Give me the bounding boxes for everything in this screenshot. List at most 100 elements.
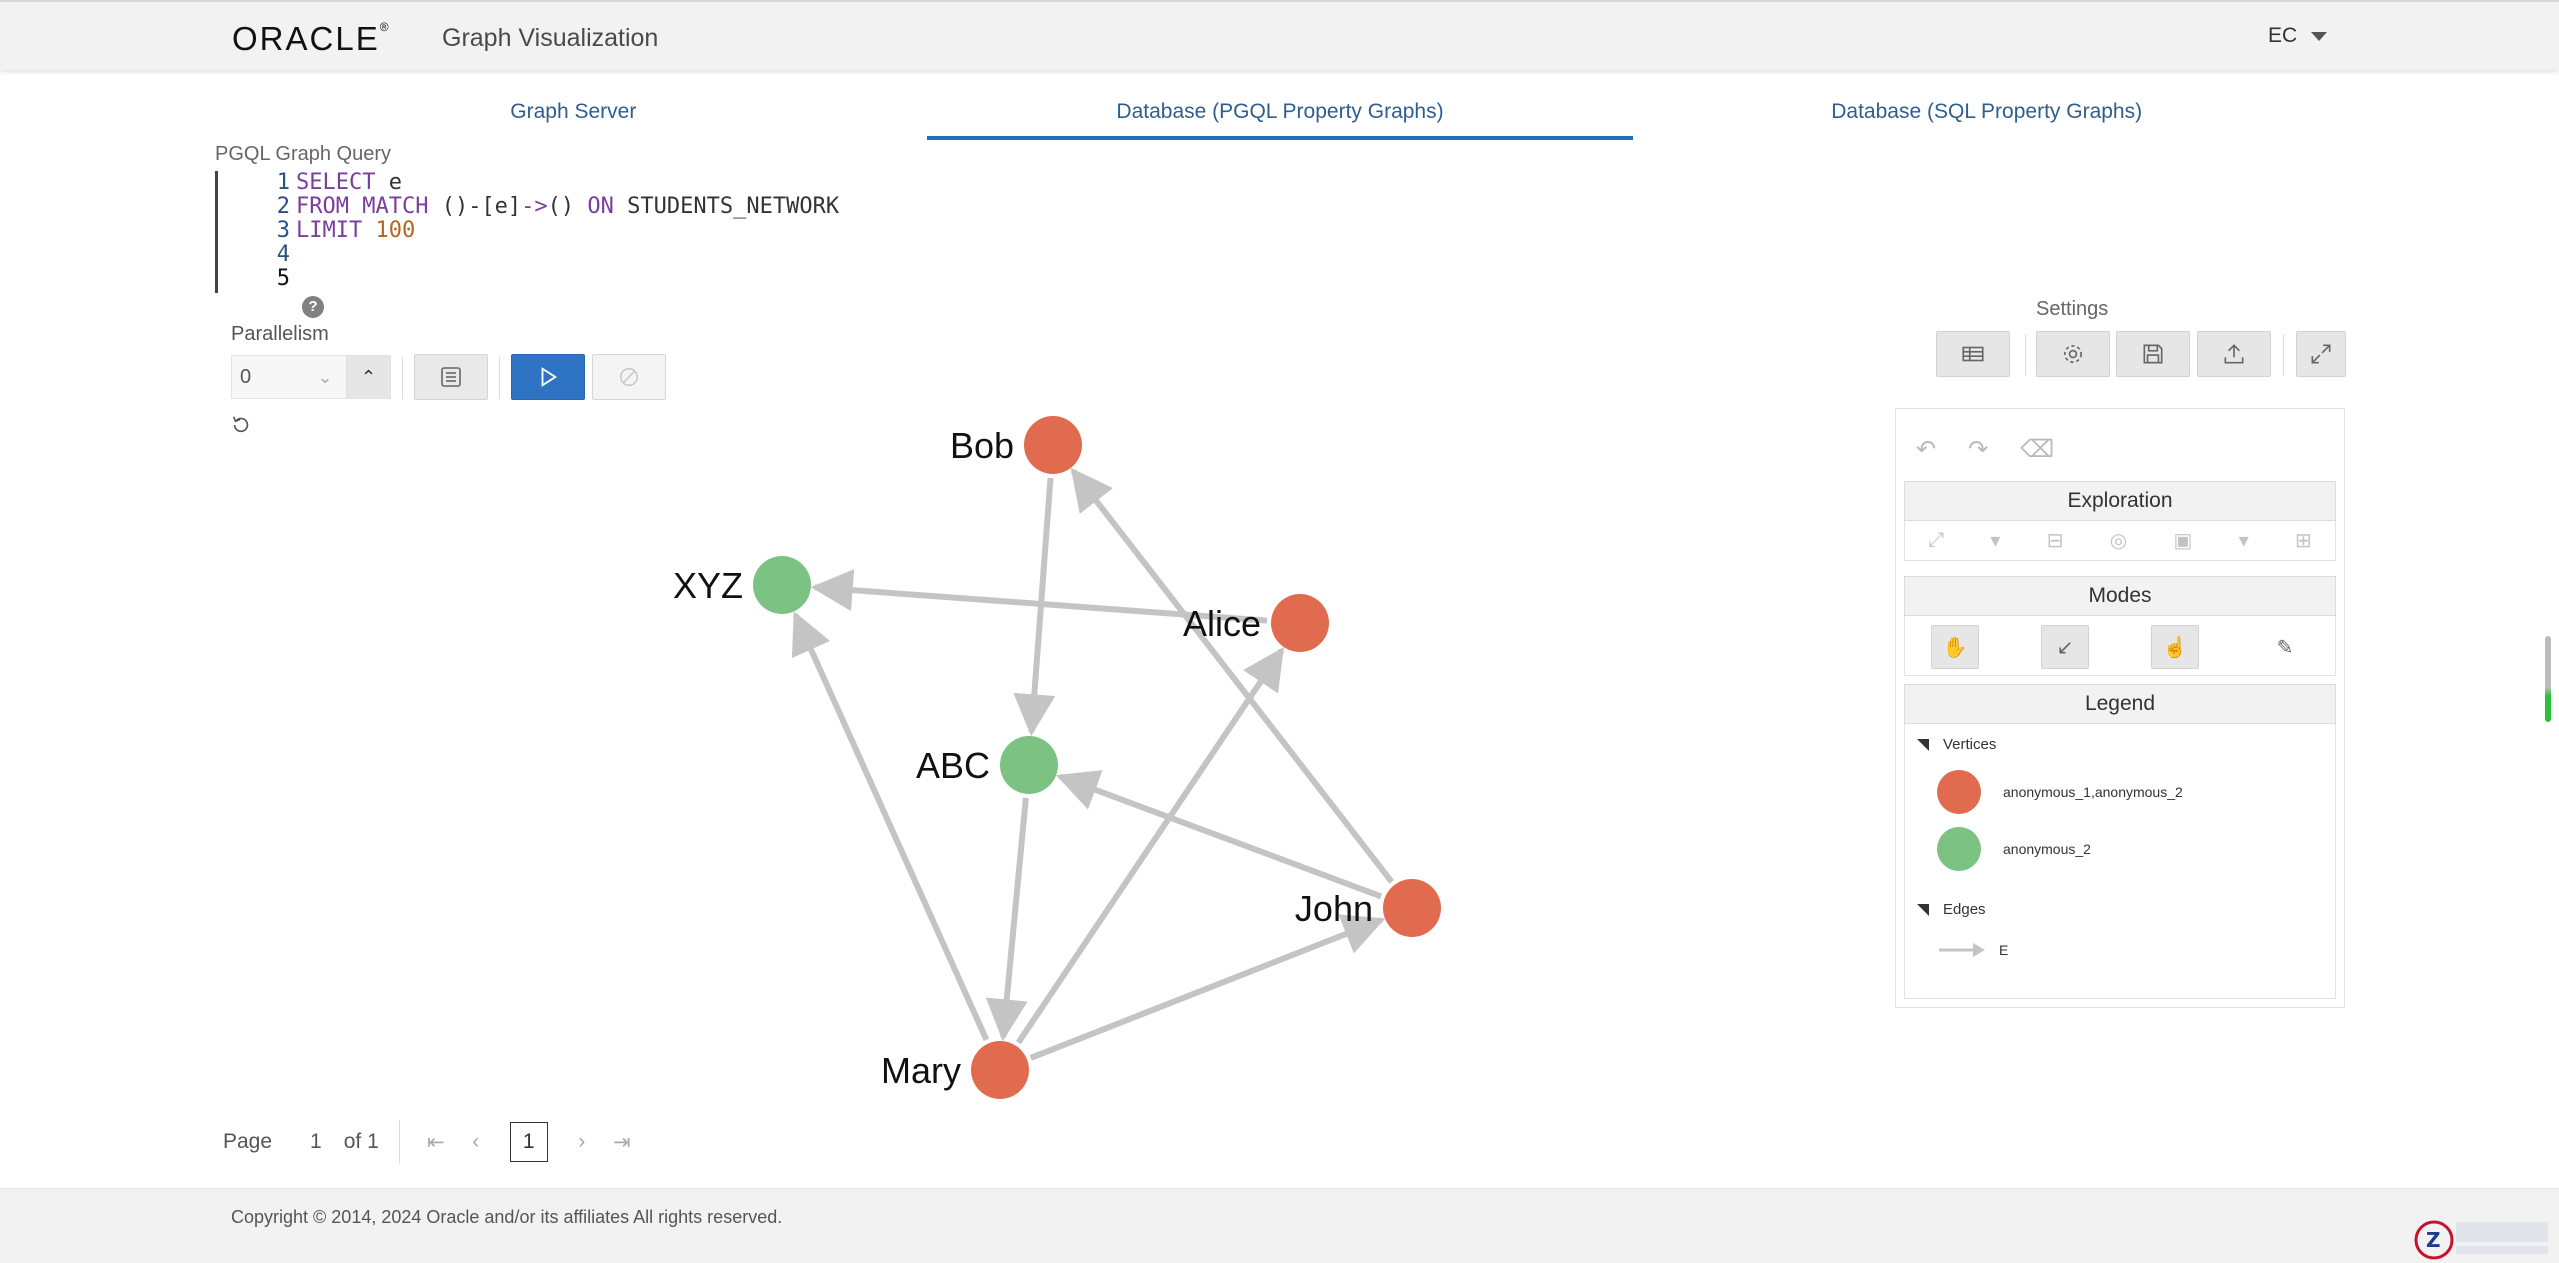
divider	[2283, 334, 2284, 376]
fullscreen-button[interactable]	[2296, 331, 2346, 377]
graph-vertex-alice[interactable]	[1271, 594, 1329, 652]
divider	[499, 357, 500, 399]
upload-icon	[2224, 344, 2244, 364]
query-editor[interactable]: 1 SELECT e 2 FROM MATCH ()-[e]->() ON ST…	[215, 171, 1115, 293]
history-controls: ↶ ↷ ⌫	[1916, 435, 2054, 464]
collapse-icon[interactable]: ⊟	[2046, 530, 2064, 552]
divider	[2025, 334, 2026, 376]
graph-vertex-bob[interactable]	[1024, 416, 1082, 474]
chevron-down-icon[interactable]: ▾	[1990, 530, 2001, 552]
edit-mode-button[interactable]: ✎	[2261, 625, 2309, 669]
query-label: PGQL Graph Query	[215, 143, 391, 165]
query-list-button[interactable]	[414, 354, 488, 400]
prev-page-icon[interactable]: ‹	[472, 1130, 480, 1153]
parallelism-stepper[interactable]: 0 ⌄ ⌃	[231, 355, 391, 399]
legend-item-label: anonymous_1,anonymous_2	[2003, 784, 2183, 800]
legend-item[interactable]: anonymous_2	[1937, 827, 2091, 871]
graph-vertex-abc[interactable]	[1000, 736, 1058, 794]
hand-icon: ✋	[1942, 636, 1968, 659]
legend-item[interactable]: E	[1937, 940, 2008, 960]
svg-text:Z: Z	[2426, 1228, 2441, 1252]
legend-vertices-group[interactable]: Vertices	[1917, 736, 1996, 753]
run-query-button[interactable]	[511, 354, 585, 400]
redo-icon[interactable]: ↷	[1968, 436, 1989, 463]
graph-vertex-xyz[interactable]	[753, 556, 811, 614]
graph-vertex-label: John	[1295, 888, 1373, 929]
code-line-2: FROM MATCH ()-[e]->() ON STUDENTS_NETWOR…	[296, 194, 840, 219]
chevron-down-icon	[2311, 31, 2328, 41]
scroll-indicator[interactable]	[2545, 636, 2551, 722]
tab-database-sql[interactable]: Database (SQL Property Graphs)	[1831, 100, 2143, 123]
exploration-toolbar: ⤢ ▾ ⊟ ◎ ▣ ▾ ⊞	[1904, 521, 2336, 561]
layout-icon[interactable]: ⊞	[2295, 530, 2312, 552]
line-number: 2	[276, 194, 290, 219]
graph-edge-mary-alice[interactable]	[1015, 646, 1285, 1045]
legend-green-swatch	[1937, 827, 1981, 871]
table-icon	[1962, 346, 1984, 362]
oracle-logo: ORACLE®	[232, 20, 391, 57]
legend-item-label: anonymous_2	[2003, 841, 2091, 857]
app-header: ORACLE® Graph Visualization EC	[0, 0, 2559, 70]
graph-edge-john-abc[interactable]	[1055, 770, 1383, 900]
graph-tools-panel: ↶ ↷ ⌫ Exploration ⤢ ▾ ⊟ ◎ ▣ ▾ ⊞ Modes ✋ …	[1895, 408, 2345, 1008]
exploration-header: Exploration	[1904, 481, 2336, 521]
focus-icon[interactable]: ◎	[2109, 530, 2128, 552]
tab-database-pgql[interactable]: Database (PGQL Property Graphs)	[926, 94, 1634, 140]
graph-edge-john-bob[interactable]	[1070, 467, 1395, 884]
footer: Copyright © 2014, 2024 Oracle and/or its…	[0, 1188, 2559, 1263]
graph-edge-mary-john[interactable]	[1029, 914, 1386, 1061]
watermark-logo: Z	[2414, 1220, 2548, 1260]
last-page-icon[interactable]: ⇥	[612, 1130, 631, 1154]
expand-icon[interactable]: ⤢	[1928, 529, 1945, 551]
legend-item[interactable]: anonymous_1,anonymous_2	[1937, 770, 2183, 814]
expand-icon	[2311, 344, 2331, 364]
pencil-icon: ✎	[2276, 636, 2294, 659]
select-mode-button[interactable]: ☝	[2151, 625, 2199, 669]
cancel-query-button[interactable]	[592, 354, 666, 400]
tab-graph-server[interactable]: Graph Server	[510, 100, 637, 123]
current-page-box[interactable]: 1	[509, 1122, 548, 1162]
table-view-button[interactable]	[1936, 331, 2010, 377]
tab-bar: Graph Server Database (PGQL Property Gra…	[220, 94, 2340, 140]
graph-edge-mary-xyz[interactable]	[791, 611, 990, 1042]
collapse-triangle-icon	[1917, 738, 1929, 751]
graph-edge-alice-xyz[interactable]	[810, 569, 1268, 624]
line-number: 4	[276, 242, 290, 267]
pointer-icon: ☝	[2162, 636, 2188, 659]
shrink-mode-button[interactable]: ↙	[2041, 625, 2089, 669]
cancel-icon	[620, 368, 638, 386]
legend-edges-group[interactable]: Edges	[1917, 901, 1986, 918]
legend-orange-swatch	[1937, 770, 1981, 814]
parallelism-value[interactable]: 0	[240, 366, 252, 388]
user-initials: EC	[2268, 24, 2298, 47]
increment-icon[interactable]: ⌃	[346, 356, 390, 398]
eraser-icon[interactable]: ⌫	[2020, 436, 2055, 463]
logo-text: ORACLE	[232, 20, 380, 57]
graph-vertex-john[interactable]	[1383, 879, 1441, 937]
chevron-down-icon[interactable]: ▾	[2238, 530, 2249, 552]
editor-line: 2 FROM MATCH ()-[e]->() ON STUDENTS_NETW…	[218, 195, 1115, 219]
pan-mode-button[interactable]: ✋	[1931, 625, 1979, 669]
first-page-icon[interactable]: ⇤	[426, 1130, 445, 1154]
list-icon	[441, 367, 461, 387]
save-button[interactable]	[2116, 331, 2190, 377]
settings-label: Settings	[2036, 298, 2109, 320]
graph-vertex-label: XYZ	[673, 565, 743, 606]
user-menu[interactable]: EC	[2268, 24, 2328, 48]
help-icon[interactable]: ?	[302, 296, 324, 318]
decrement-icon[interactable]: ⌄	[317, 366, 333, 387]
graph-vertex-mary[interactable]	[971, 1041, 1029, 1099]
reset-icon[interactable]	[230, 414, 252, 442]
page-label: Page	[223, 1130, 273, 1153]
edges-label: Edges	[1943, 901, 1986, 918]
export-button[interactable]	[2197, 331, 2271, 377]
editor-line: 3 LIMIT 100	[218, 219, 1115, 243]
page-number: 1	[310, 1130, 322, 1153]
copyright-text: Copyright © 2014, 2024 Oracle and/or its…	[231, 1207, 783, 1227]
settings-button[interactable]	[2036, 331, 2110, 377]
graph-edge-abc-mary[interactable]	[985, 797, 1029, 1042]
next-page-icon[interactable]: ›	[578, 1130, 586, 1153]
undo-icon[interactable]: ↶	[1916, 436, 1937, 463]
group-icon[interactable]: ▣	[2173, 530, 2193, 552]
